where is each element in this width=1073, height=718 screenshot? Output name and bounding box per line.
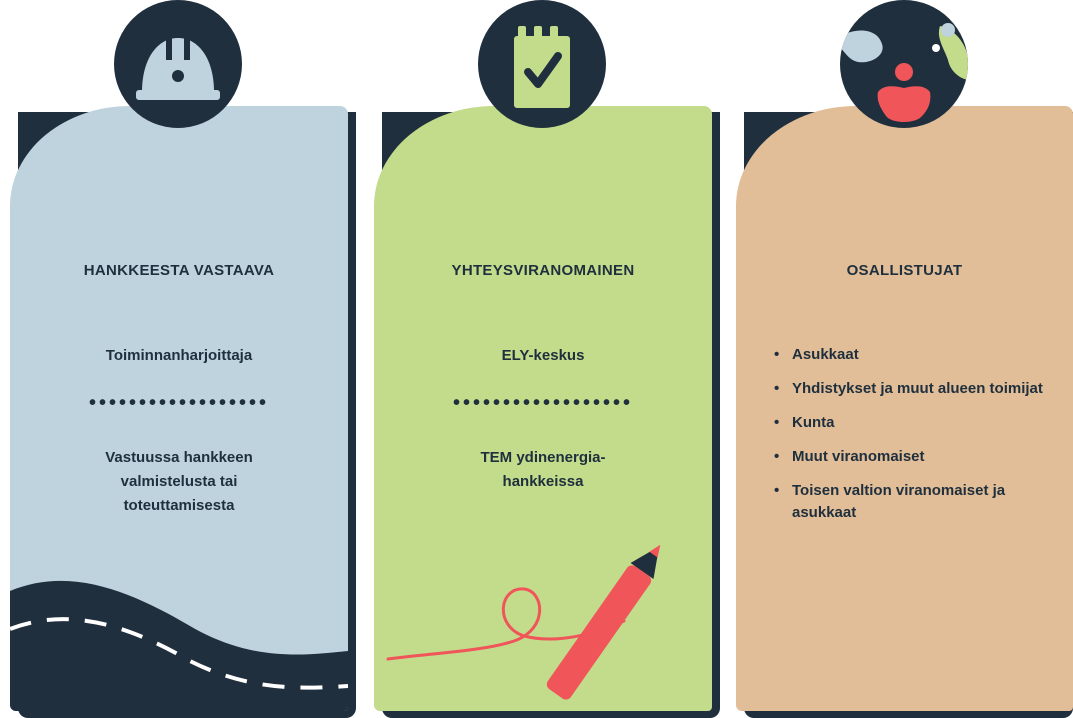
list-item: Muut viranomaiset xyxy=(772,446,1063,468)
card-role: ELY-keskus xyxy=(501,347,585,364)
card-role: Toiminnanharjoittaja xyxy=(105,347,253,364)
card-hankkeesta-vastaava: HANKKEESTA VASTAAVA Toiminnanharjoittaja… xyxy=(10,0,360,718)
dotted-divider: •••••••••••••••••• xyxy=(452,392,634,414)
globe-people-icon xyxy=(840,0,968,128)
card-description: TEM ydinenergia-hankkeissa xyxy=(480,449,606,490)
list-item: Kunta xyxy=(772,412,1063,434)
checklist-notepad-icon xyxy=(478,0,606,128)
list-item: Toisen valtion viranomaiset ja asukkaat xyxy=(772,480,1063,524)
pen-squiggle-illustration xyxy=(386,544,661,700)
hard-hat-icon xyxy=(114,0,242,128)
card-yhteysviranomainen: YHTEYSVIRANOMAINEN ELY-keskus ••••••••••… xyxy=(374,0,724,718)
card-heading: OSALLISTUJAT xyxy=(846,262,963,279)
card-body: HANKKEESTA VASTAAVA Toiminnanharjoittaja… xyxy=(10,106,348,711)
card-description: Vastuussa hankkeen valmistelusta tai tot… xyxy=(105,449,253,514)
card-body: OSALLISTUJAT Asukkaat Yhdistykset ja muu… xyxy=(736,106,1073,711)
road-illustration xyxy=(10,580,348,711)
card-osallistujat: OSALLISTUJAT Asukkaat Yhdistykset ja muu… xyxy=(736,0,1073,718)
dotted-divider: •••••••••••••••••• xyxy=(88,392,270,414)
card-heading: YHTEYSVIRANOMAINEN xyxy=(451,262,635,279)
card-body: YHTEYSVIRANOMAINEN ELY-keskus ••••••••••… xyxy=(374,106,712,711)
list-item: Asukkaat xyxy=(772,344,1063,366)
participant-list: Asukkaat Yhdistykset ja muut alueen toim… xyxy=(772,344,1063,536)
card-heading: HANKKEESTA VASTAAVA xyxy=(83,262,275,279)
list-item: Yhdistykset ja muut alueen toimijat xyxy=(772,378,1063,400)
